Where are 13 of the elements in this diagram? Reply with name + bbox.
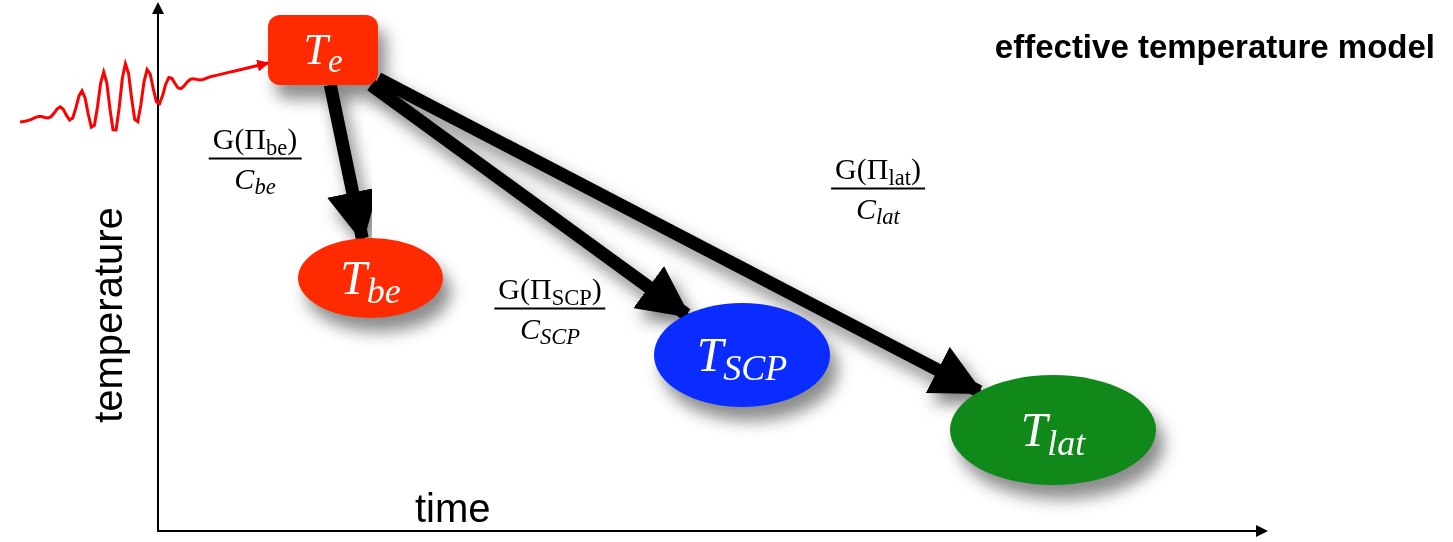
axis-label: time bbox=[415, 485, 491, 532]
wave-arrow bbox=[19, 58, 270, 132]
ellipse-node: T$_{be}$ bbox=[298, 238, 443, 318]
axis-label: temperature bbox=[85, 207, 131, 423]
arrow bbox=[367, 79, 691, 320]
edge-label: G(Π$_{lat}$) C$_{lat}$ bbox=[831, 149, 925, 227]
ellipse-node: T$_{SCP}$ bbox=[654, 303, 830, 407]
edge-label: G(Π$_{SCP}$) C$_{SCP}$ bbox=[494, 269, 606, 347]
rounded-box: T$_{e}$ bbox=[268, 15, 378, 85]
title: effective temperature model bbox=[994, 27, 1435, 67]
ellipse-node: T$_{lat}$ bbox=[950, 375, 1156, 485]
arrow bbox=[375, 72, 984, 398]
edge-label: G(Π$_{be}$) C$_{be}$ bbox=[208, 119, 302, 197]
